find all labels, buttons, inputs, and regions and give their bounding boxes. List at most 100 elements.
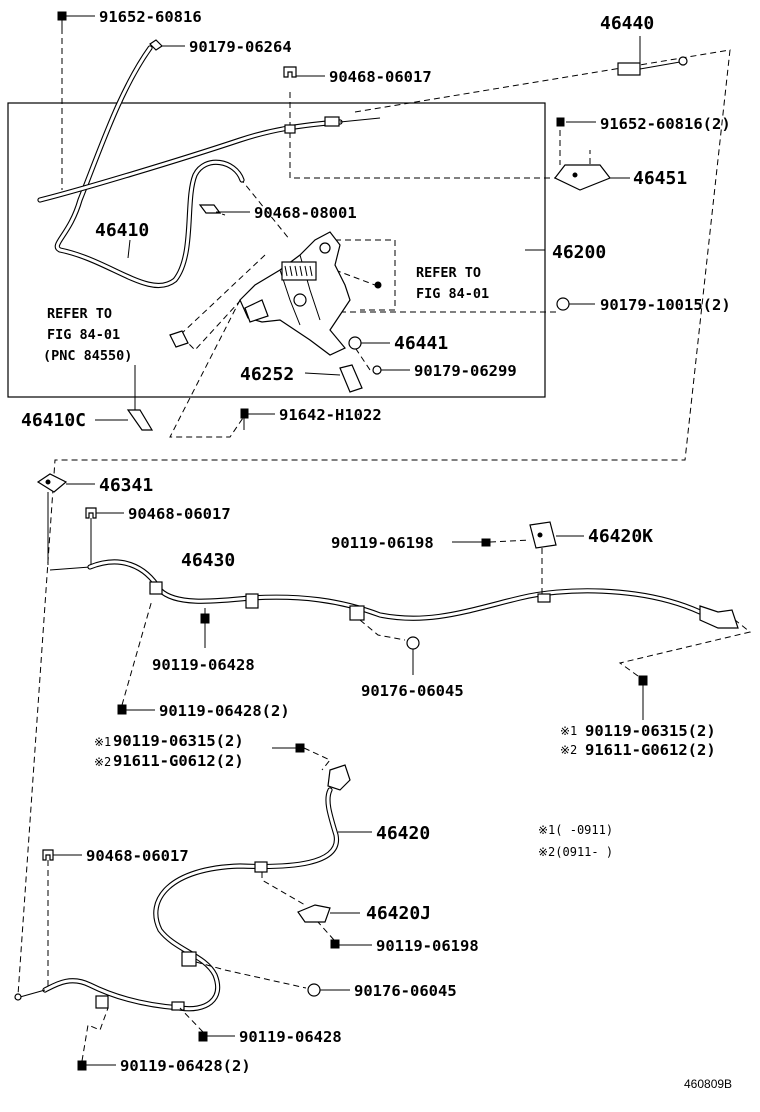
part-label: 46410C bbox=[21, 410, 86, 431]
reference-note: FIG 84-01 bbox=[47, 327, 120, 343]
part-label: 46200 bbox=[552, 242, 606, 263]
bolt-icon bbox=[57, 11, 67, 28]
guide-line bbox=[359, 619, 406, 641]
bolt-icon bbox=[556, 117, 565, 127]
guide-line bbox=[334, 269, 376, 286]
guide-line bbox=[317, 921, 335, 941]
cable-fitting bbox=[537, 593, 551, 603]
part-label: 90119-06428 bbox=[239, 1028, 342, 1046]
part-label: 90119-06428(2) bbox=[159, 702, 290, 720]
part-label: 90179-06264 bbox=[189, 38, 292, 56]
guide-line bbox=[239, 177, 291, 241]
part-46441-icon bbox=[348, 336, 362, 350]
bolt-icon bbox=[198, 1031, 235, 1042]
cable-fitting bbox=[324, 116, 340, 127]
part-label: 90119-06198 bbox=[376, 937, 479, 955]
part-label: 91652-60816(2) bbox=[600, 115, 731, 133]
retainer-clip-icon bbox=[283, 66, 297, 78]
variant-mark: ※1 bbox=[560, 724, 577, 738]
nut-icon bbox=[372, 365, 382, 375]
variant-note: ※1( -0911) bbox=[538, 823, 613, 837]
part-label: 90176-06045 bbox=[354, 982, 457, 1000]
reference-note: REFER TO bbox=[416, 265, 481, 281]
part-label: 90119-06315(2) bbox=[113, 732, 244, 750]
rear-cable-46430 bbox=[49, 559, 739, 629]
part-label: 46420 bbox=[376, 823, 430, 844]
guide-line bbox=[121, 599, 153, 706]
cable-fitting bbox=[171, 1001, 185, 1011]
part-label: 91611-G0612(2) bbox=[585, 741, 716, 759]
part-label: 46252 bbox=[240, 364, 294, 385]
cable-clamp bbox=[254, 861, 268, 873]
lever-assembly-46200 bbox=[239, 231, 351, 356]
variant-mark: ※1 bbox=[94, 735, 111, 749]
bracket-46341 bbox=[36, 473, 95, 565]
diagram-id: 460809B bbox=[684, 1077, 732, 1091]
guide-line bbox=[179, 1007, 204, 1033]
guide-line bbox=[489, 539, 531, 543]
retainer-clip-icon bbox=[42, 849, 82, 861]
part-label: 90468-08001 bbox=[254, 204, 357, 222]
part-label: 46420J bbox=[366, 903, 431, 924]
part-label: 90179-10015(2) bbox=[600, 296, 731, 314]
grommet-icon bbox=[406, 636, 420, 675]
cable-clamp bbox=[181, 951, 197, 967]
bolt-icon bbox=[330, 939, 372, 949]
reference-note: FIG 84-01 bbox=[416, 286, 489, 302]
bolt-icon bbox=[117, 704, 155, 715]
part-label: 46430 bbox=[181, 550, 235, 571]
bracket-46410C bbox=[126, 365, 154, 431]
part-label: 90468-06017 bbox=[128, 505, 231, 523]
nut-icon bbox=[556, 297, 570, 311]
part-label: 91652-60816 bbox=[99, 8, 202, 26]
guide-line bbox=[618, 619, 752, 677]
grommet-icon bbox=[307, 983, 350, 997]
part-label: 90119-06428(2) bbox=[120, 1057, 251, 1075]
clamp-46420J bbox=[297, 904, 360, 923]
part-label: 90468-06017 bbox=[86, 847, 189, 865]
guide-line bbox=[335, 239, 396, 311]
part-label: 90119-06428 bbox=[152, 656, 255, 674]
guide-line bbox=[261, 872, 306, 906]
part-label: 46451 bbox=[633, 168, 687, 189]
reference-note: REFER TO bbox=[47, 306, 112, 322]
rear-cable-46420 bbox=[14, 764, 351, 1012]
guide-line bbox=[81, 1007, 109, 1062]
part-label: 90179-06299 bbox=[414, 362, 517, 380]
intermediate-cable bbox=[37, 117, 381, 203]
bolt-icon bbox=[638, 675, 648, 720]
guide-line bbox=[17, 49, 731, 996]
part-label: 90119-06315(2) bbox=[585, 722, 716, 740]
bolt-icon bbox=[481, 538, 491, 547]
variant-note: ※2(0911- ) bbox=[538, 845, 613, 859]
part-label: 46410 bbox=[95, 220, 149, 241]
variant-mark: ※2 bbox=[560, 743, 577, 757]
cable-fitting bbox=[284, 124, 296, 134]
part-label: 90119-06198 bbox=[331, 534, 434, 552]
part-label: 91611-G0612(2) bbox=[113, 752, 244, 770]
guide-line bbox=[349, 339, 371, 371]
guide-line bbox=[195, 961, 307, 989]
cable-clamp bbox=[149, 581, 163, 595]
part-label: 91642-H1022 bbox=[279, 406, 382, 424]
leader-line bbox=[127, 239, 131, 259]
bolt-icon bbox=[295, 743, 305, 753]
cable-clamp bbox=[349, 605, 365, 621]
cable-end-46440 bbox=[617, 56, 688, 76]
part-label: 90468-06017 bbox=[329, 68, 432, 86]
part-label: 46420K bbox=[588, 526, 653, 547]
part-label: 46440 bbox=[600, 13, 654, 34]
cable-clamp bbox=[245, 593, 259, 609]
guide-line bbox=[289, 92, 591, 179]
cover-46252-icon bbox=[304, 364, 363, 393]
retainer-clip-icon bbox=[85, 507, 124, 565]
part-label: 46441 bbox=[394, 333, 448, 354]
clamp-46420K bbox=[529, 521, 584, 549]
clip-icon bbox=[169, 330, 189, 348]
screw-icon bbox=[374, 281, 382, 289]
part-label: 90176-06045 bbox=[361, 682, 464, 700]
variant-mark: ※2 bbox=[94, 755, 111, 769]
bolt-icon bbox=[200, 613, 210, 648]
guide-line bbox=[303, 747, 331, 771]
